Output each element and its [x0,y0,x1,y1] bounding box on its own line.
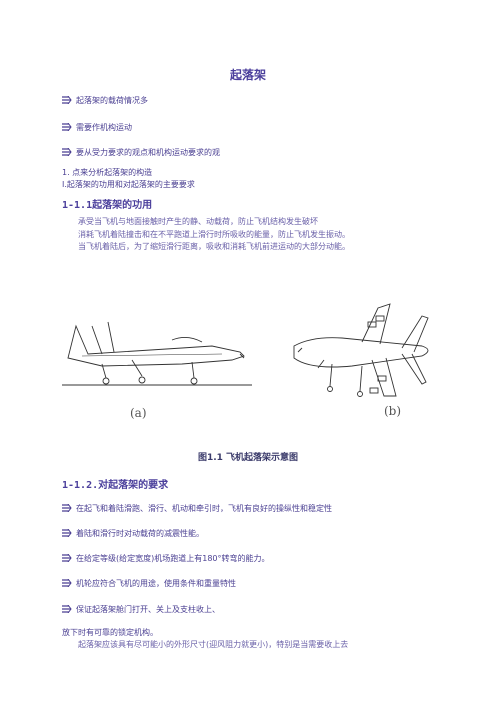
requirement-bullet: 在起飞和着陆滑跑、滑行、机动和牵引时，飞机有良好的操纵性和稳定性 [62,503,332,514]
paragraph-line: 起落架应该具有尽可能小的外形尺寸(迎风阻力就更小)，特别是当需要收上去 [78,640,349,649]
fighter-jet-drawing [67,321,245,385]
requirement-bullet: 在给定等级(给定宽度)机场跑道上有180°转弯的能力。 [62,553,270,564]
intro-bullet: 要从受力要求的观点和机构运动要求的观 [62,147,220,158]
paragraph-line: 当飞机着陆后，为了缩短滑行距离，吸收和消耗飞机前进运动的大部分动能。 [78,242,350,251]
page-title: 起落架 [229,68,266,82]
bullet-icon [62,504,72,512]
outline-line: 1. 点来分析起落架的构造 [62,168,153,177]
requirement-bullet: 保证起落架舱门打开、关上及支柱收上、 [62,604,220,615]
intro-bullet: 需要作机构运动 [62,122,132,133]
intro-bullet: 起落架的载荷情况多 [62,95,148,106]
requirement-bullet: 着陆和滑行时对动载荷的减震性能。 [62,528,204,539]
paragraph-line: 放下时有可靠的锁定机构。 [62,628,158,637]
outline-line: Ⅰ.起落架的功用和对起落架的主要要求 [62,180,195,189]
section-heading: 1-1.2.对起落架的要求 [62,480,169,491]
bullet-icon [62,529,72,537]
bullet-icon [62,148,72,156]
figure-caption: 图1.1 飞机起落架示意图 [197,453,299,463]
paragraph-line: 消耗飞机着陆撞击和在不平跑道上滑行时所吸收的能量，防止飞机发生振动。 [78,229,350,239]
bullet-icon [62,605,72,613]
bullet-icon [62,579,72,587]
landing-gear-figure: (a) (b) [62,303,429,420]
bullet-icon [62,96,72,104]
paragraph-line: 承受当飞机与地面接触时产生的静、动载荷，防止飞机结构发生破坏 [78,217,318,226]
requirement-bullet: 机轮应符合飞机的用途，使用条件和重量特性 [62,578,236,589]
bullet-icon [62,554,72,562]
airliner-drawing [293,303,429,397]
section-heading: 1-1.1起落架的功用 [62,200,153,211]
figure-label-b: (b) [384,404,401,418]
bullet-icon [62,123,72,131]
figure-label-a: (a) [130,406,147,420]
